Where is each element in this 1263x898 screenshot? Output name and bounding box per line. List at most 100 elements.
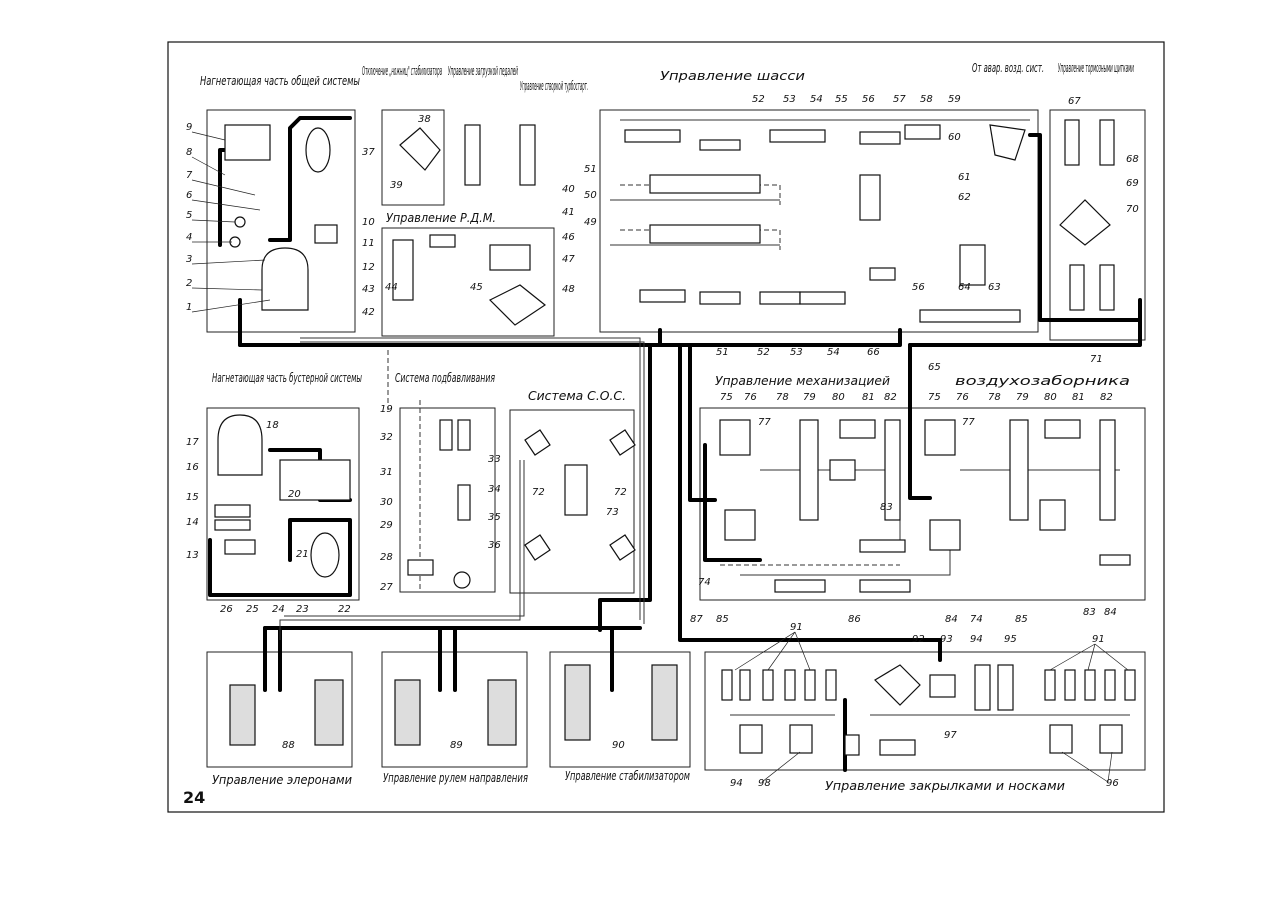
callout: 96 [1106,778,1119,789]
callout: 25 [246,604,259,615]
title-sos: Система С.О.С. [528,389,626,403]
callout: 86 [848,614,861,625]
priming-box [399,407,496,593]
title-chassis: Управление шасси [660,69,805,83]
callout: 24 [272,604,285,615]
sos-box [509,409,635,594]
rdm-box [381,227,555,337]
callout: 92 [912,634,925,645]
flap-actuators-right [1044,669,1136,701]
pressure-lines [208,116,1142,772]
callout: 54 [810,94,823,105]
callout: 39 [390,180,403,191]
callout: 75 [720,392,733,403]
callout: 15 [186,492,199,503]
callout: 56 [862,94,875,105]
callout: 94 [970,634,983,645]
callout: 72 [532,487,545,498]
callout: 45 [470,282,483,293]
callout: 4 [186,232,192,243]
callout: 95 [1004,634,1017,645]
callout: 53 [783,94,796,105]
flap-actuators-left [721,669,837,701]
title-pressure-general: Нагнетающая часть общей системы [200,74,360,88]
callout: 9 [186,122,192,133]
callout: 19 [380,404,393,415]
callout: 3 [186,254,192,265]
callout: 71 [1090,354,1103,365]
return-lines [279,119,1130,716]
callout: 80 [1044,392,1057,403]
callout: 49 [584,217,597,228]
title-brake-flaps: Управление тормозными щитками [1058,61,1134,75]
callout: 27 [380,582,393,593]
callout: 48 [562,284,575,295]
callout: 73 [606,507,619,518]
callout: 20 [288,489,301,500]
callout: 14 [186,517,199,528]
callout: 54 [827,347,840,358]
title-mechanization: Управление механизацией [715,374,890,388]
title-stabilizer: Управление стабилизатором [565,769,690,783]
callout: 76 [956,392,969,403]
callout: 51 [716,347,729,358]
callout: 46 [562,232,575,243]
callout: 64 [958,282,971,293]
callout: 7 [186,170,193,181]
callout: 35 [488,512,501,523]
callout: 28 [380,552,393,563]
callout: 82 [1100,392,1113,403]
callout: 80 [832,392,845,403]
callout: 51 [584,164,597,175]
section-titles: Нагнетающая часть общей системы Отключен… [183,61,1134,807]
callout: 30 [380,497,393,508]
callout: 44 [385,282,398,293]
callout: 84 [945,614,958,625]
callout: 91 [790,622,803,633]
title-pressure-booster: Нагнетающая часть бустерной системы [212,371,362,385]
callout: 22 [338,604,351,615]
callout: 37 [362,147,375,158]
callout: 90 [612,740,625,751]
title-turbostarter: Управление створкой турбостарт. [520,79,588,93]
callout: 78 [988,392,1001,403]
callout: 70 [1126,204,1139,215]
callout: 2 [186,278,192,289]
callout: 34 [488,484,501,495]
callout: 79 [803,392,816,403]
callout: 33 [488,454,501,465]
callout: 59 [948,94,961,105]
callout: 83 [880,502,893,513]
flaps-box [704,651,1146,771]
stabilizer-box [549,651,691,768]
callout: 31 [380,467,393,478]
callout: 72 [614,487,627,498]
callout: 56 [912,282,925,293]
callout: 1 [186,302,192,313]
callout: 81 [862,392,875,403]
callout: 16 [186,462,199,473]
callout: 84 [1104,607,1117,618]
callout: 5 [186,210,192,221]
callout: 75 [928,392,941,403]
callout: 13 [186,550,199,561]
callout: 36 [488,540,501,551]
callout: 63 [988,282,1001,293]
callout: 29 [380,520,393,531]
callout: 32 [380,432,393,443]
callout: 85 [1015,614,1028,625]
title-pedal-control: Управление загрузкой педалей [448,64,518,78]
callout: 53 [790,347,803,358]
callout: 50 [584,190,597,201]
callout: 6 [186,190,192,201]
callout: 52 [757,347,770,358]
components [214,119,1136,756]
callout: 77 [962,417,975,428]
brake-flaps-box [1049,109,1146,341]
callout: 8 [186,147,192,158]
callout: 11 [362,238,375,249]
title-rdm: Управление Р.Д.М. [386,211,496,225]
callout: 62 [958,192,971,203]
callout: 57 [893,94,906,105]
